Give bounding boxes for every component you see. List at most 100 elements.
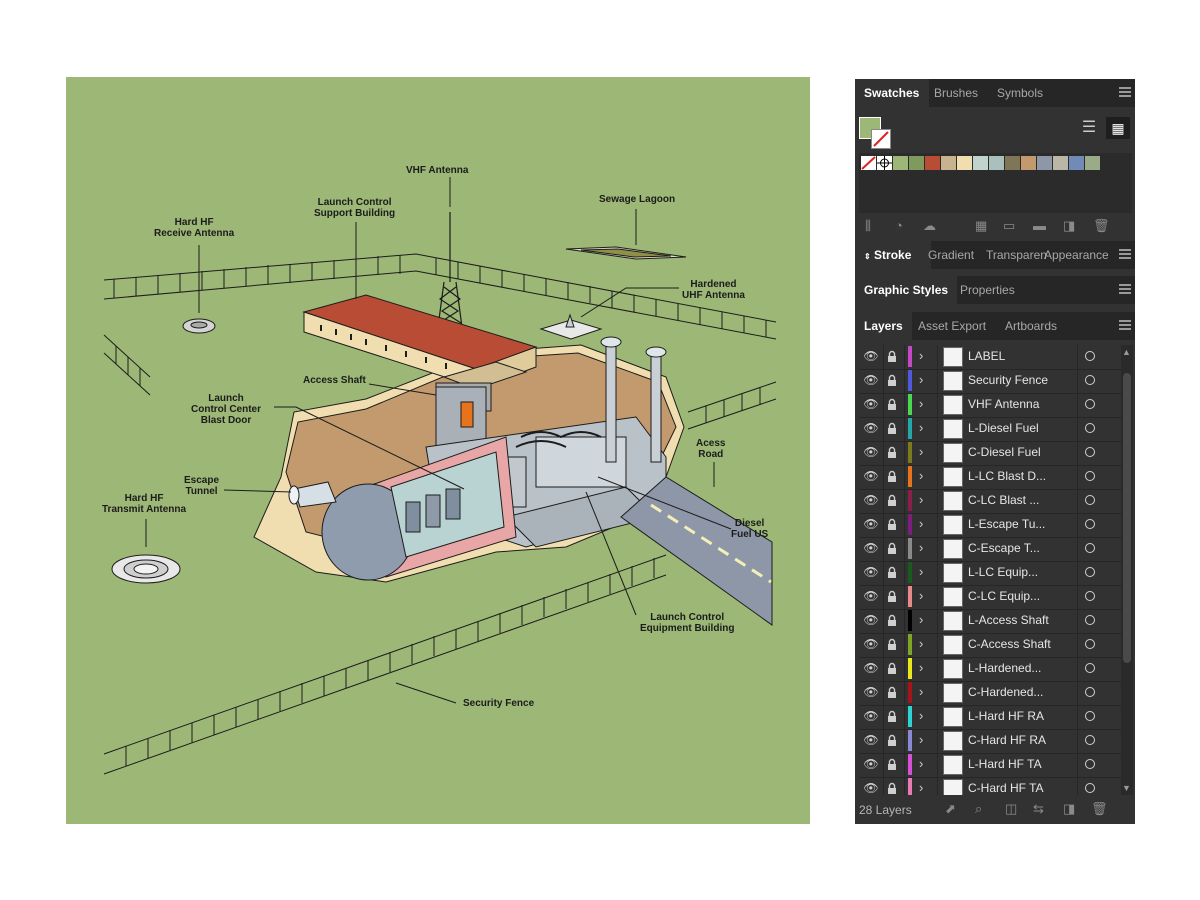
stroke-swatch[interactable]: [871, 129, 891, 149]
layer-row-9[interactable]: 👁 › L-LC Equip...: [859, 561, 1121, 586]
visibility-eye-icon[interactable]: 👁: [863, 613, 879, 627]
visibility-eye-icon[interactable]: 👁: [863, 421, 879, 435]
layer-name[interactable]: C-Hardened...: [968, 685, 1044, 699]
target-circle-icon[interactable]: [1085, 687, 1095, 697]
layer-name[interactable]: L-Hardened...: [968, 661, 1042, 675]
lock-icon[interactable]: [887, 566, 897, 579]
target-circle-icon[interactable]: [1085, 375, 1095, 385]
target-circle-icon[interactable]: [1085, 399, 1095, 409]
lock-icon[interactable]: [887, 686, 897, 699]
target-circle-icon[interactable]: [1085, 639, 1095, 649]
swatch-4[interactable]: [925, 156, 940, 170]
panel-menu-icon[interactable]: [1119, 284, 1131, 294]
target-circle-icon[interactable]: [1085, 663, 1095, 673]
tab-gradient[interactable]: Gradient: [928, 248, 975, 262]
visibility-eye-icon[interactable]: 👁: [863, 493, 879, 507]
expand-chevron-icon[interactable]: ›: [919, 540, 924, 555]
visibility-eye-icon[interactable]: 👁: [863, 709, 879, 723]
target-circle-icon[interactable]: [1085, 591, 1095, 601]
export-icon[interactable]: ⬈: [945, 801, 956, 816]
layer-row-1[interactable]: 👁 › Security Fence: [859, 369, 1121, 394]
swatch-6[interactable]: [957, 156, 972, 170]
expand-chevron-icon[interactable]: ›: [919, 564, 924, 579]
new-group-icon[interactable]: ▬: [1033, 218, 1046, 233]
visibility-eye-icon[interactable]: 👁: [863, 757, 879, 771]
visibility-eye-icon[interactable]: 👁: [863, 517, 879, 531]
layer-row-12[interactable]: 👁 › C-Access Shaft: [859, 633, 1121, 658]
target-circle-icon[interactable]: [1085, 519, 1095, 529]
expand-chevron-icon[interactable]: ›: [919, 660, 924, 675]
layer-row-8[interactable]: 👁 › C-Escape T...: [859, 537, 1121, 562]
tab-graphic-styles[interactable]: Graphic Styles: [855, 276, 958, 304]
visibility-eye-icon[interactable]: 👁: [863, 733, 879, 747]
expand-chevron-icon[interactable]: ›: [919, 516, 924, 531]
layer-name[interactable]: L-Diesel Fuel: [968, 421, 1039, 435]
panel-menu-icon[interactable]: [1119, 320, 1131, 330]
layer-name[interactable]: L-Escape Tu...: [968, 517, 1046, 531]
tab-properties[interactable]: Properties: [960, 283, 1015, 297]
expand-chevron-icon[interactable]: ›: [919, 780, 924, 795]
expand-chevron-icon[interactable]: ›: [919, 612, 924, 627]
scrollbar-thumb[interactable]: [1123, 373, 1131, 663]
swatch-11[interactable]: [1037, 156, 1052, 170]
target-circle-icon[interactable]: [1085, 567, 1095, 577]
layer-name[interactable]: L-LC Equip...: [968, 565, 1039, 579]
visibility-eye-icon[interactable]: 👁: [863, 373, 879, 387]
layer-row-18[interactable]: 👁 › C-Hard HF TA: [859, 777, 1121, 795]
layer-name[interactable]: C-Access Shaft: [968, 637, 1051, 651]
lock-icon[interactable]: [887, 710, 897, 723]
layer-row-13[interactable]: 👁 › L-Hardened...: [859, 657, 1121, 682]
lock-icon[interactable]: [887, 494, 897, 507]
lock-icon[interactable]: [887, 422, 897, 435]
lock-icon[interactable]: [887, 614, 897, 627]
layer-name[interactable]: LABEL: [968, 349, 1006, 363]
target-circle-icon[interactable]: [1085, 711, 1095, 721]
scroll-up-icon[interactable]: ▲: [1122, 347, 1131, 357]
swatch-8[interactable]: [989, 156, 1004, 170]
expand-chevron-icon[interactable]: ›: [919, 372, 924, 387]
target-circle-icon[interactable]: [1085, 423, 1095, 433]
cloud-icon[interactable]: ☁: [923, 218, 936, 233]
layer-name[interactable]: C-Escape T...: [968, 541, 1040, 555]
visibility-eye-icon[interactable]: 👁: [863, 541, 879, 555]
swatch-3[interactable]: [909, 156, 924, 170]
swatch-libraries-icon[interactable]: ⫼: [865, 218, 871, 233]
list-view-icon[interactable]: ☰: [1081, 119, 1097, 136]
tab-appearance[interactable]: Appearance: [1044, 248, 1108, 262]
target-circle-icon[interactable]: [1085, 615, 1095, 625]
tab-artboards[interactable]: Artboards: [1005, 319, 1058, 333]
visibility-eye-icon[interactable]: 👁: [863, 445, 879, 459]
expand-chevron-icon[interactable]: ›: [919, 636, 924, 651]
target-circle-icon[interactable]: [1085, 471, 1095, 481]
expand-chevron-icon[interactable]: ›: [919, 492, 924, 507]
new-layer-icon[interactable]: ◨: [1063, 801, 1076, 816]
swatch-5[interactable]: [941, 156, 956, 170]
layer-row-6[interactable]: 👁 › C-LC Blast ...: [859, 489, 1121, 514]
target-circle-icon[interactable]: [1085, 759, 1095, 769]
lock-icon[interactable]: [887, 782, 897, 795]
swatch-13[interactable]: [1069, 156, 1084, 170]
swatch-registration[interactable]: [877, 156, 892, 170]
target-circle-icon[interactable]: [1085, 495, 1095, 505]
tab-brushes[interactable]: Brushes: [934, 86, 979, 100]
locate-object-icon[interactable]: ⌕: [975, 801, 983, 816]
expand-chevron-icon[interactable]: ›: [919, 396, 924, 411]
expand-chevron-icon[interactable]: ›: [919, 468, 924, 483]
tab-swatches[interactable]: Swatches: [855, 79, 929, 107]
delete-layer-icon[interactable]: 🗑: [1091, 801, 1108, 816]
swatch-options-icon[interactable]: ▦: [975, 218, 988, 233]
target-circle-icon[interactable]: [1085, 735, 1095, 745]
layer-name[interactable]: L-Hard HF TA: [968, 757, 1042, 771]
layer-name[interactable]: L-LC Blast D...: [968, 469, 1047, 483]
layer-row-3[interactable]: 👁 › L-Diesel Fuel: [859, 417, 1121, 442]
lock-icon[interactable]: [887, 758, 897, 771]
new-swatch-icon[interactable]: ◨: [1063, 218, 1076, 233]
expand-chevron-icon[interactable]: ›: [919, 684, 924, 699]
visibility-eye-icon[interactable]: 👁: [863, 685, 879, 699]
visibility-eye-icon[interactable]: 👁: [863, 397, 879, 411]
layer-row-16[interactable]: 👁 › C-Hard HF RA: [859, 729, 1121, 754]
lock-icon[interactable]: [887, 446, 897, 459]
expand-chevron-icon[interactable]: ›: [919, 732, 924, 747]
tab-symbols[interactable]: Symbols: [997, 86, 1044, 100]
visibility-eye-icon[interactable]: 👁: [863, 589, 879, 603]
